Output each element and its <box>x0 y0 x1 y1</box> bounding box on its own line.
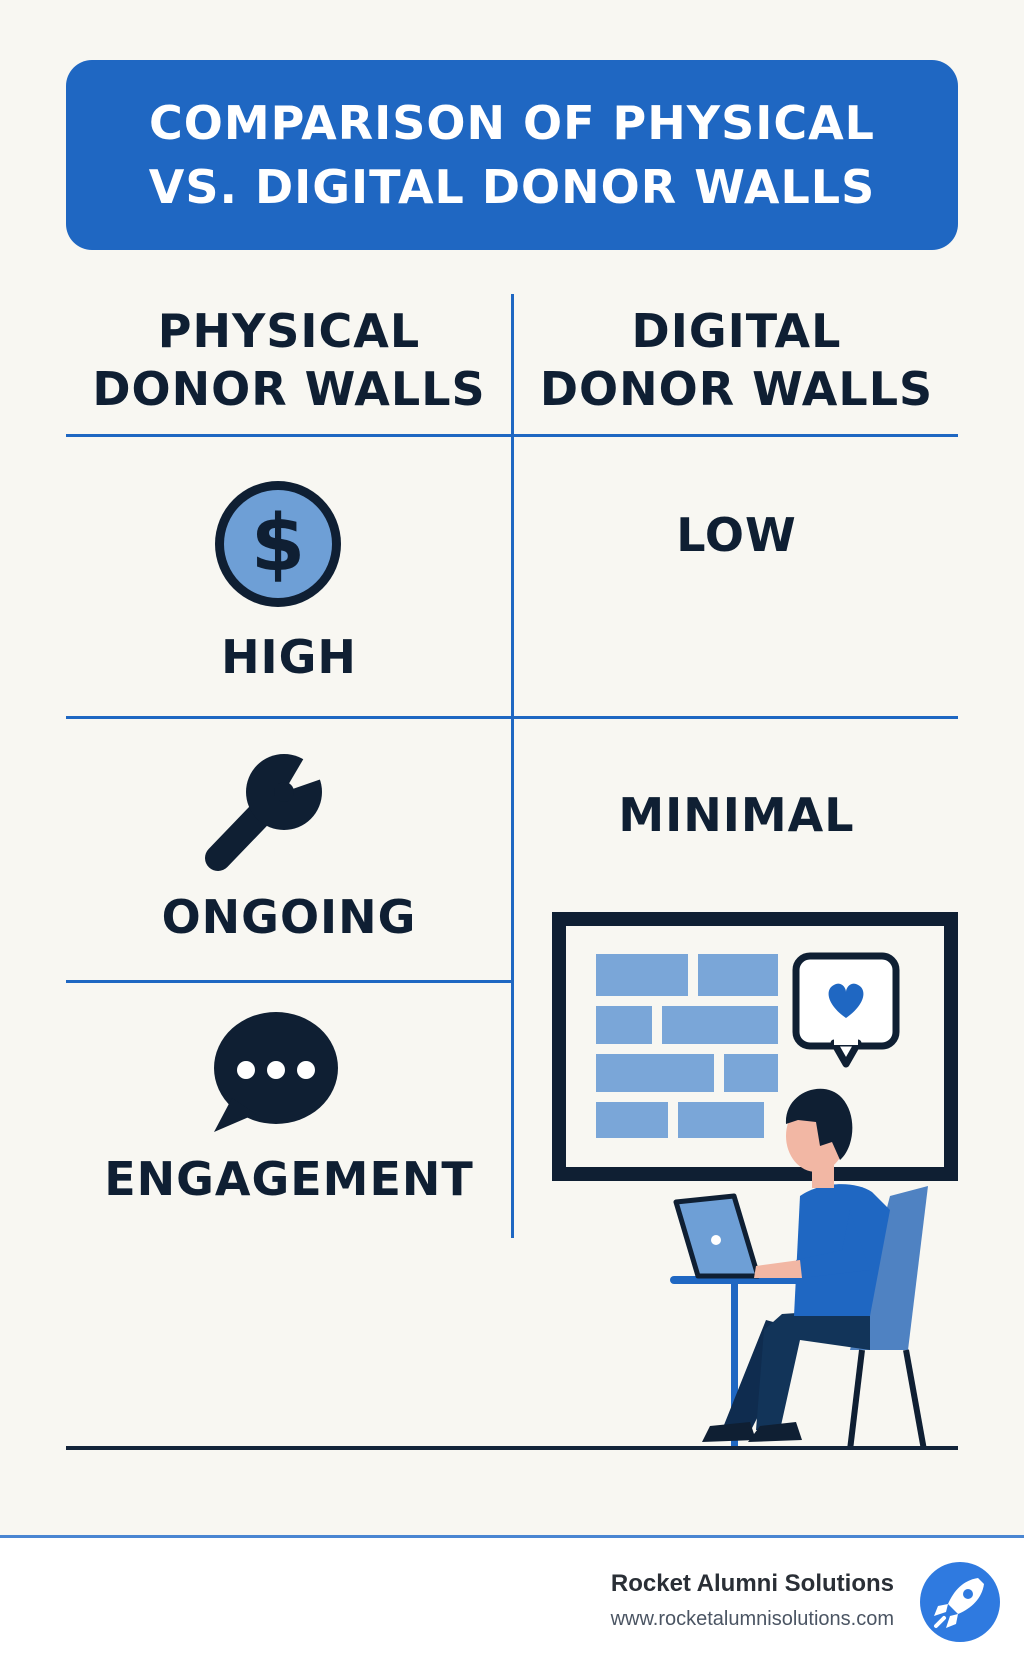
row-divider-1 <box>66 716 958 719</box>
physical-maintenance-value: ONGOING <box>161 890 417 944</box>
title-banner: COMPARISON OF PHYSICAL VS. DIGITAL DONOR… <box>66 60 958 250</box>
physical-cost-value: HIGH <box>221 630 357 684</box>
rocket-icon <box>920 1562 1000 1642</box>
person-at-laptop <box>552 912 958 1450</box>
brand-url[interactable]: www.rocketalumnisolutions.com <box>610 1608 894 1630</box>
column-header-physical-line-2: DONOR WALLS <box>92 362 486 416</box>
row-divider-2 <box>66 980 512 983</box>
title-line-1: COMPARISON OF PHYSICAL <box>149 96 875 150</box>
title-line-2: VS. DIGITAL DONOR WALLS <box>148 160 876 214</box>
ground-line <box>66 1446 958 1450</box>
column-header-digital-line-1: DIGITAL <box>631 304 842 358</box>
footer <box>0 1538 1024 1666</box>
wrench-icon <box>205 754 330 871</box>
digital-cost-value: LOW <box>676 508 797 562</box>
svg-text:$: $ <box>251 499 305 589</box>
digital-maintenance-value: MINIMAL <box>618 788 855 842</box>
column-divider <box>511 294 514 1238</box>
column-header-digital-line-2: DONOR WALLS <box>539 362 934 416</box>
physical-engagement-value: ENGAGEMENT <box>104 1152 474 1206</box>
footer-rule <box>0 1535 1024 1538</box>
chat-bubble-icon <box>214 1012 338 1132</box>
header-divider <box>66 434 958 437</box>
column-header-digital: DIGITAL DONOR WALLS <box>515 300 958 420</box>
brand-name: Rocket Alumni Solutions <box>610 1570 894 1597</box>
column-header-physical-line-1: PHYSICAL <box>157 304 421 358</box>
heart-speech-bubble-icon <box>792 952 900 1068</box>
dollar-coin-icon: $ <box>215 481 341 607</box>
column-header-physical: PHYSICAL DONOR WALLS <box>66 300 512 420</box>
